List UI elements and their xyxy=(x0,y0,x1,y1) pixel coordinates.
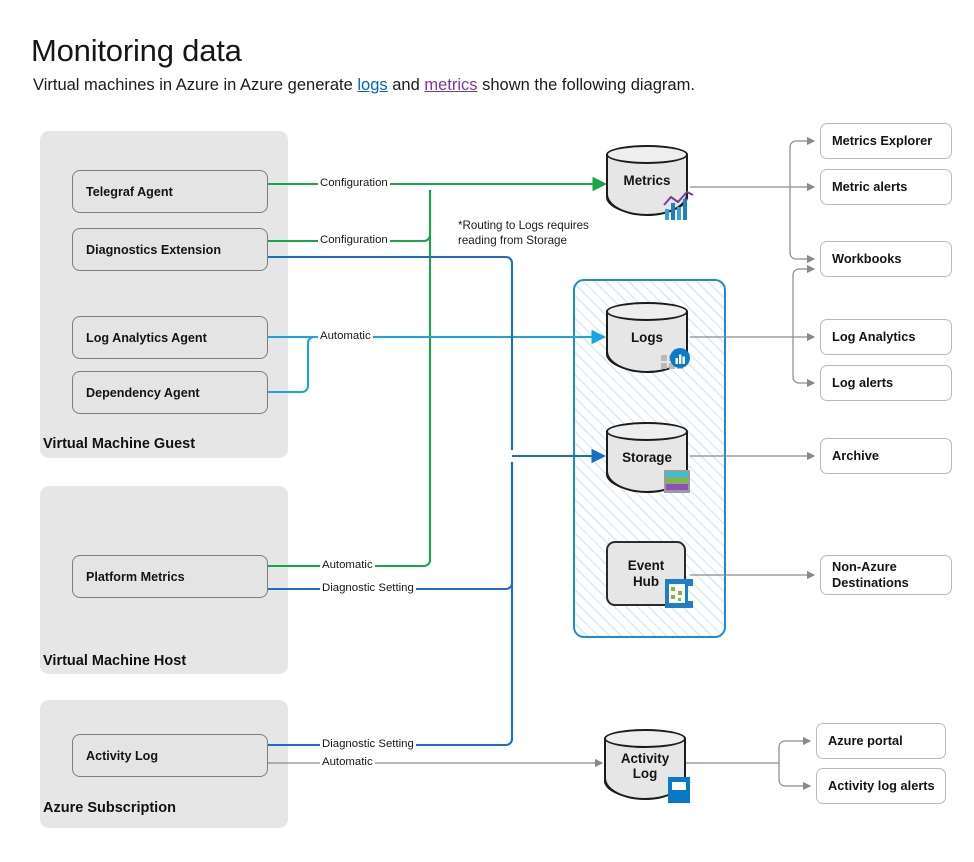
group-label-azure-sub: Azure Subscription xyxy=(43,800,176,816)
description-text-1: Virtual machines in Azure in Azure gener… xyxy=(33,76,358,94)
source-box-activity-log[interactable]: Activity Log xyxy=(72,734,268,777)
description-text-2: and xyxy=(387,76,425,94)
source-box-log-analytics-agent[interactable]: Log Analytics Agent xyxy=(72,316,268,359)
destination-activity-log-alerts[interactable]: Activity log alerts xyxy=(816,768,946,804)
activity-log-icon xyxy=(668,777,690,803)
cylinder-top xyxy=(604,729,686,748)
store-logs[interactable]: Logs xyxy=(606,302,690,373)
store-label-metrics: Metrics xyxy=(623,173,671,188)
wire-label-configuration-diagnostics: Configuration xyxy=(318,234,390,246)
source-box-dependency-agent[interactable]: Dependency Agent xyxy=(72,371,268,414)
description-text-3: shown the following diagram. xyxy=(477,76,695,94)
logs-link[interactable]: logs xyxy=(357,76,388,94)
store-storage[interactable]: Storage xyxy=(606,422,690,493)
cylinder-top xyxy=(606,302,688,321)
cylinder-top xyxy=(606,422,688,441)
wire-label-automatic-log-analytics: Automatic xyxy=(318,330,373,342)
destination-azure-portal[interactable]: Azure portal xyxy=(816,723,946,759)
destination-non-azure[interactable]: Non-Azure Destinations xyxy=(820,555,952,595)
group-label-vm-guest: Virtual Machine Guest xyxy=(43,436,196,452)
store-metrics[interactable]: Metrics xyxy=(606,145,694,220)
destination-workbooks[interactable]: Workbooks xyxy=(820,241,952,277)
metrics-chart-icon xyxy=(663,191,694,220)
destination-log-analytics[interactable]: Log Analytics xyxy=(820,319,952,355)
store-label-storage: Storage xyxy=(622,450,672,465)
log-analytics-icon xyxy=(661,348,690,369)
page-description: Virtual machines in Azure in Azure gener… xyxy=(33,76,695,95)
store-label-activity-log: Activity Log xyxy=(620,751,670,782)
destination-metric-alerts[interactable]: Metric alerts xyxy=(820,169,952,205)
storage-account-icon xyxy=(664,470,690,493)
source-box-telegraf-agent[interactable]: Telegraf Agent xyxy=(72,170,268,213)
store-label-event-hub: Event Hub xyxy=(627,558,665,589)
cylinder-top xyxy=(606,145,688,164)
destination-archive[interactable]: Archive xyxy=(820,438,952,474)
group-label-vm-host: Virtual Machine Host xyxy=(43,653,187,669)
wire-label-diagnostic-setting-platform: Diagnostic Setting xyxy=(320,582,416,594)
routing-note: *Routing to Logs requires reading from S… xyxy=(458,219,589,248)
store-activity-log[interactable]: Activity Log xyxy=(604,729,690,803)
destination-metrics-explorer[interactable]: Metrics Explorer xyxy=(820,123,952,159)
wire-label-configuration-telegraf: Configuration xyxy=(318,177,390,189)
event-hub-icon xyxy=(665,579,693,608)
metrics-link[interactable]: metrics xyxy=(424,76,478,94)
page-title: Monitoring data xyxy=(31,32,242,68)
destination-log-alerts[interactable]: Log alerts xyxy=(820,365,952,401)
wire-label-automatic-platform: Automatic xyxy=(320,559,375,571)
source-box-diagnostics-extension[interactable]: Diagnostics Extension xyxy=(72,228,268,271)
source-box-platform-metrics[interactable]: Platform Metrics xyxy=(72,555,268,598)
store-label-logs: Logs xyxy=(631,330,663,345)
wire-label-diagnostic-setting-activity: Diagnostic Setting xyxy=(320,738,416,750)
wire-label-automatic-activity: Automatic xyxy=(320,756,375,768)
